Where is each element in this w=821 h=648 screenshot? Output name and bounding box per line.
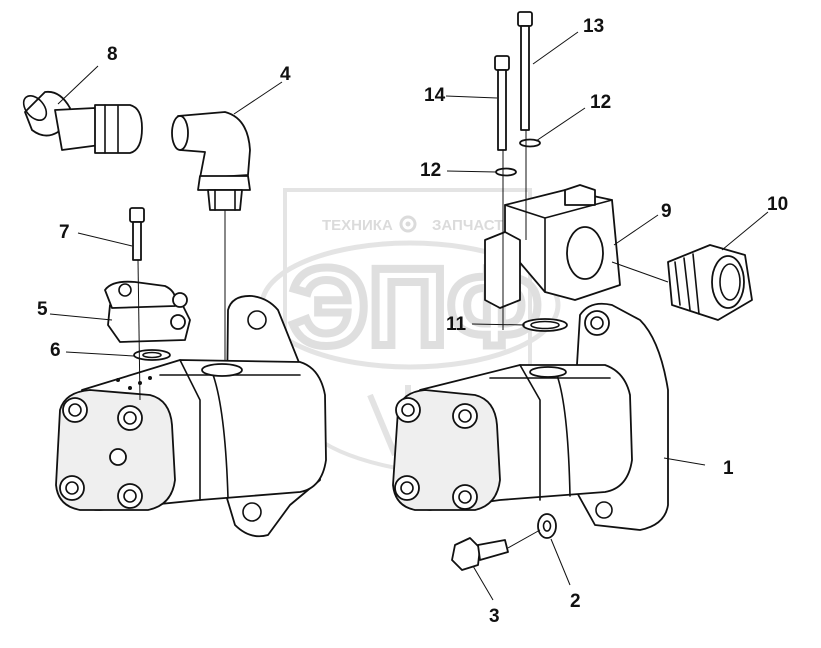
part-2-washer bbox=[537, 513, 557, 539]
part-4-elbow-fitting bbox=[171, 111, 251, 211]
part-6-seal-ring bbox=[133, 349, 171, 361]
part-10-threaded-plug bbox=[667, 244, 753, 321]
callout-labels: 8 4 7 5 6 9 10 11 12 12 13 14 1 3 2 bbox=[37, 16, 788, 627]
callout-4: 4 bbox=[280, 64, 291, 85]
part-5-flange-fitting bbox=[104, 280, 191, 343]
part-11-seal-ring bbox=[522, 318, 568, 332]
callout-10: 10 bbox=[767, 194, 788, 215]
callout-3: 3 bbox=[489, 606, 500, 627]
callout-12-upper: 12 bbox=[590, 92, 611, 113]
callout-8: 8 bbox=[107, 44, 118, 65]
part-3-hex-bolt bbox=[451, 537, 509, 571]
watermark-right-text: ЗАПЧАСТИ bbox=[432, 217, 514, 234]
callout-6: 6 bbox=[50, 340, 61, 361]
callout-11: 11 bbox=[446, 314, 467, 335]
part-7-bolt bbox=[129, 207, 145, 261]
cover-bolt-icon bbox=[394, 397, 478, 510]
left-gear-pump bbox=[55, 295, 327, 538]
part-9-valve-block bbox=[484, 184, 621, 309]
cover-bolt-icon bbox=[59, 397, 143, 509]
assembly-axis-lines bbox=[137, 130, 669, 549]
callout-12-lower: 12 bbox=[420, 160, 441, 181]
part-8-angled-fitting bbox=[22, 90, 143, 154]
callout-9: 9 bbox=[661, 201, 672, 222]
callout-14: 14 bbox=[424, 85, 446, 106]
leader-lines bbox=[49, 31, 769, 601]
callout-5: 5 bbox=[37, 299, 48, 320]
part-13-long-bolt bbox=[517, 11, 533, 131]
right-gear-pump bbox=[392, 302, 669, 531]
part-14-long-bolt bbox=[494, 55, 510, 151]
part-12-washer bbox=[495, 138, 541, 177]
gear-icon bbox=[399, 215, 417, 233]
callout-2: 2 bbox=[570, 591, 581, 612]
callout-13: 13 bbox=[583, 16, 604, 37]
callout-7: 7 bbox=[59, 222, 70, 243]
callout-1: 1 bbox=[723, 458, 734, 479]
watermark-left-text: ТЕХНИКА bbox=[322, 217, 393, 234]
